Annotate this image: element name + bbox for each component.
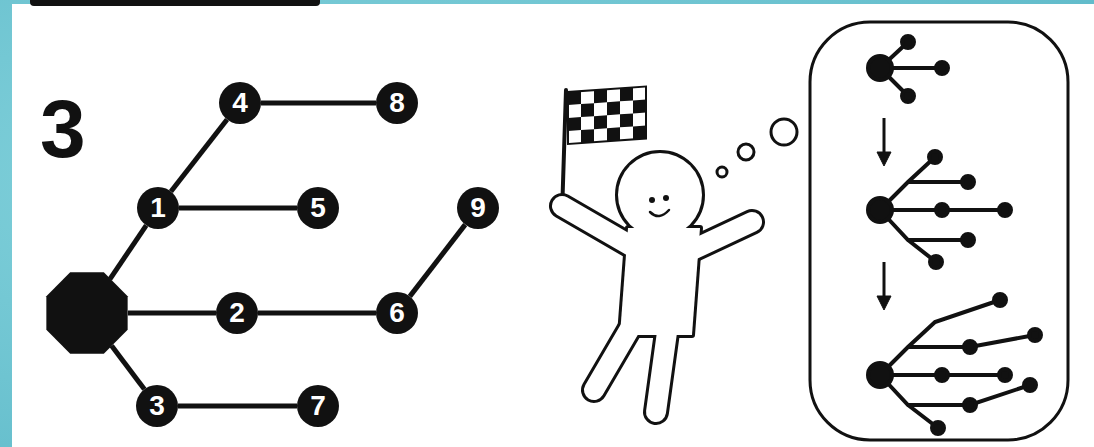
- white-panel: [12, 4, 1094, 447]
- growing-tree-icon: [999, 204, 1011, 216]
- checkered-flag: [633, 100, 646, 114]
- stick-figure: [650, 210, 669, 216]
- down-arrow: [883, 118, 886, 154]
- growing-tree-icon: [930, 256, 942, 268]
- checkered-flag: [568, 117, 581, 131]
- growing-tree-icon: [932, 422, 944, 434]
- growing-tree-icon: [962, 234, 974, 246]
- tree-branch: [258, 311, 376, 316]
- checkered-flag: [620, 113, 633, 127]
- growing-tree-icon: [999, 369, 1011, 381]
- tree-branch: [261, 101, 376, 106]
- growing-tree-icon: [936, 204, 948, 216]
- checkered-flag: [568, 87, 646, 144]
- node-number: 2: [229, 299, 245, 327]
- down-arrow: [877, 118, 891, 310]
- stick-figure: [562, 153, 752, 412]
- step-number: 3: [40, 88, 86, 170]
- down-arrow: [877, 152, 891, 166]
- stick-figure: [656, 325, 668, 412]
- tree-branch: [112, 346, 145, 390]
- tree-branch: [179, 206, 297, 211]
- growing-tree-icon: [868, 198, 892, 222]
- tree-node-circle: 9: [457, 187, 499, 229]
- thought-bubble: [738, 144, 754, 160]
- stick-figure: [618, 153, 702, 237]
- checkered-flag: [594, 89, 607, 103]
- stick-figure: [594, 325, 632, 390]
- checkered-flag: [568, 91, 581, 105]
- stick-figure: [688, 222, 752, 252]
- growing-tree-icon: [1024, 379, 1036, 391]
- tree-node-circle: 4: [219, 82, 261, 124]
- node-number: 4: [232, 89, 248, 117]
- tree-branch: [110, 225, 146, 279]
- thought-bubble: [717, 167, 727, 177]
- tree-branch: [128, 311, 216, 316]
- tree-node-circle: 3: [136, 385, 178, 427]
- growing-tree-icon: [929, 151, 941, 163]
- stick-figure: [663, 195, 669, 201]
- tree-node-circle: 7: [297, 385, 339, 427]
- node-number: 1: [150, 194, 166, 222]
- checkered-flag: [581, 103, 594, 117]
- growing-tree-icon: [868, 56, 892, 80]
- checkered-flag: [568, 87, 646, 144]
- stick-figure: [649, 197, 655, 203]
- node-number: 5: [310, 194, 326, 222]
- down-arrow: [877, 296, 891, 310]
- tree-branch: [178, 404, 297, 409]
- growing-tree-icon: [994, 294, 1006, 306]
- stick-figure: [562, 206, 638, 250]
- checkered-flag: [607, 101, 620, 115]
- growing-tree-icon: [962, 176, 974, 188]
- thought-panel: [810, 22, 1068, 440]
- growing-tree-icon: [1029, 329, 1041, 341]
- stick-figure: [688, 222, 752, 252]
- checkered-flag: [594, 115, 607, 129]
- growing-tree-icon: [902, 36, 914, 48]
- node-number: 6: [389, 299, 405, 327]
- thought-bubble: [717, 119, 797, 177]
- octagon-fill: [46, 272, 127, 353]
- checkered-flag: [581, 129, 594, 143]
- growing-tree-icon: [964, 399, 976, 411]
- tree-node-circle: 6: [376, 292, 418, 334]
- down-arrow: [883, 262, 886, 298]
- stick-figure: [656, 325, 668, 412]
- growing-tree-icon: [964, 341, 976, 353]
- growing-tree-icon: [936, 62, 948, 74]
- node-number: 3: [149, 392, 165, 420]
- growing-tree-icon: [880, 157, 1005, 262]
- header-tab: [30, 0, 320, 6]
- stick-figure: [594, 325, 632, 390]
- tree-node-circle: 5: [297, 187, 339, 229]
- checkered-flag: [633, 126, 646, 140]
- root-octagon: [43, 269, 131, 357]
- growing-tree-icon: [880, 300, 1035, 428]
- tree-node-circle: 8: [376, 82, 418, 124]
- tree-node-circle: 2: [216, 292, 258, 334]
- checkered-flag: [620, 87, 633, 101]
- tree-branch: [410, 225, 465, 297]
- stick-figure: [562, 153, 752, 412]
- tree-branch: [171, 120, 227, 192]
- tree-node-circle: 1: [137, 187, 179, 229]
- growing-tree-icon: [868, 36, 1041, 434]
- growing-tree-icon: [902, 90, 914, 102]
- growing-tree-icon: [868, 363, 892, 387]
- growing-tree-icon: [936, 369, 948, 381]
- stick-figure: [562, 153, 752, 412]
- octagon-outline: [43, 269, 131, 357]
- stick-figure: [618, 153, 702, 237]
- node-number: 9: [470, 194, 486, 222]
- node-number: 8: [389, 89, 405, 117]
- thought-bubble: [771, 119, 797, 145]
- checkered-flag: [607, 127, 620, 141]
- node-number: 7: [310, 392, 326, 420]
